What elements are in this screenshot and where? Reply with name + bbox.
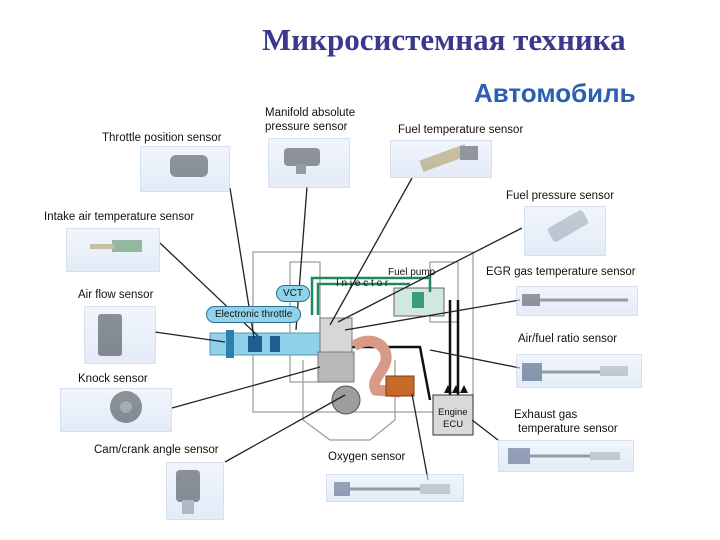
cylinder-head bbox=[319, 317, 353, 357]
label-intake-air-temperature-sensor: Intake air temperature sensor bbox=[44, 211, 195, 223]
label-egr-gas-temperature-sensor: EGR gas temperature sensor bbox=[486, 266, 636, 278]
photo-manifold-pressure bbox=[268, 138, 350, 188]
fuel-pump-icon bbox=[412, 292, 424, 308]
electronic-throttle-label: Electronic throttle bbox=[206, 306, 302, 323]
fuel-lines bbox=[310, 276, 460, 401]
photo-cam-crank-angle bbox=[166, 462, 224, 520]
photo-intake-air-temperature bbox=[66, 228, 160, 272]
label-fuel-temperature-sensor: Fuel temperature sensor bbox=[398, 124, 524, 136]
photo-air-fuel-ratio bbox=[516, 354, 642, 388]
ecu-arrows bbox=[444, 385, 468, 393]
label-air-fuel-ratio-sensor: Air/fuel ratio sensor bbox=[518, 333, 618, 345]
crankshaft bbox=[331, 385, 361, 415]
label-cam-crank-angle-sensor: Cam/crank angle sensor bbox=[94, 444, 219, 456]
photo-air-flow bbox=[84, 306, 156, 364]
label-manifold-line1: Manifold absolute bbox=[265, 107, 356, 119]
exhaust-manifold bbox=[350, 335, 401, 398]
photo-throttle-position bbox=[140, 146, 230, 192]
throttle-plate bbox=[270, 336, 280, 352]
page-title: Микросистемная техника bbox=[262, 22, 626, 57]
intake-sensor-marker bbox=[226, 330, 234, 358]
fuel-pump-label: Fuel pump bbox=[388, 267, 436, 278]
label-manifold-line2: pressure sensor bbox=[265, 121, 348, 133]
photo-fuel-pressure bbox=[524, 206, 606, 256]
label-throttle-position-sensor: Throttle position sensor bbox=[102, 132, 222, 144]
catalytic-converter bbox=[385, 375, 415, 397]
ecu-label-line1: Engine bbox=[438, 407, 468, 418]
photo-exhaust-gas-temperature bbox=[498, 440, 634, 472]
injector-label: I n j e c t o r bbox=[336, 278, 389, 289]
throttle-body bbox=[248, 336, 262, 352]
label-knock-sensor: Knock sensor bbox=[78, 373, 148, 385]
photo-oxygen bbox=[326, 474, 464, 502]
piston bbox=[317, 351, 355, 383]
ecu-label-line2: ECU bbox=[443, 419, 464, 430]
label-air-flow-sensor: Air flow sensor bbox=[78, 289, 154, 301]
photo-fuel-temperature bbox=[390, 140, 492, 178]
label-fuel-pressure-sensor: Fuel pressure sensor bbox=[506, 190, 615, 202]
photo-knock bbox=[60, 388, 172, 432]
photo-egr-gas-temperature bbox=[516, 286, 638, 316]
vct-label: VCT bbox=[276, 285, 310, 302]
page-subtitle: Автомобиль bbox=[474, 78, 636, 108]
label-exhaust-line1: Exhaust gas bbox=[514, 409, 578, 421]
engine-ecu-box bbox=[432, 394, 474, 436]
label-exhaust-line2: temperature sensor bbox=[518, 423, 618, 435]
label-oxygen-sensor: Oxygen sensor bbox=[328, 451, 406, 463]
